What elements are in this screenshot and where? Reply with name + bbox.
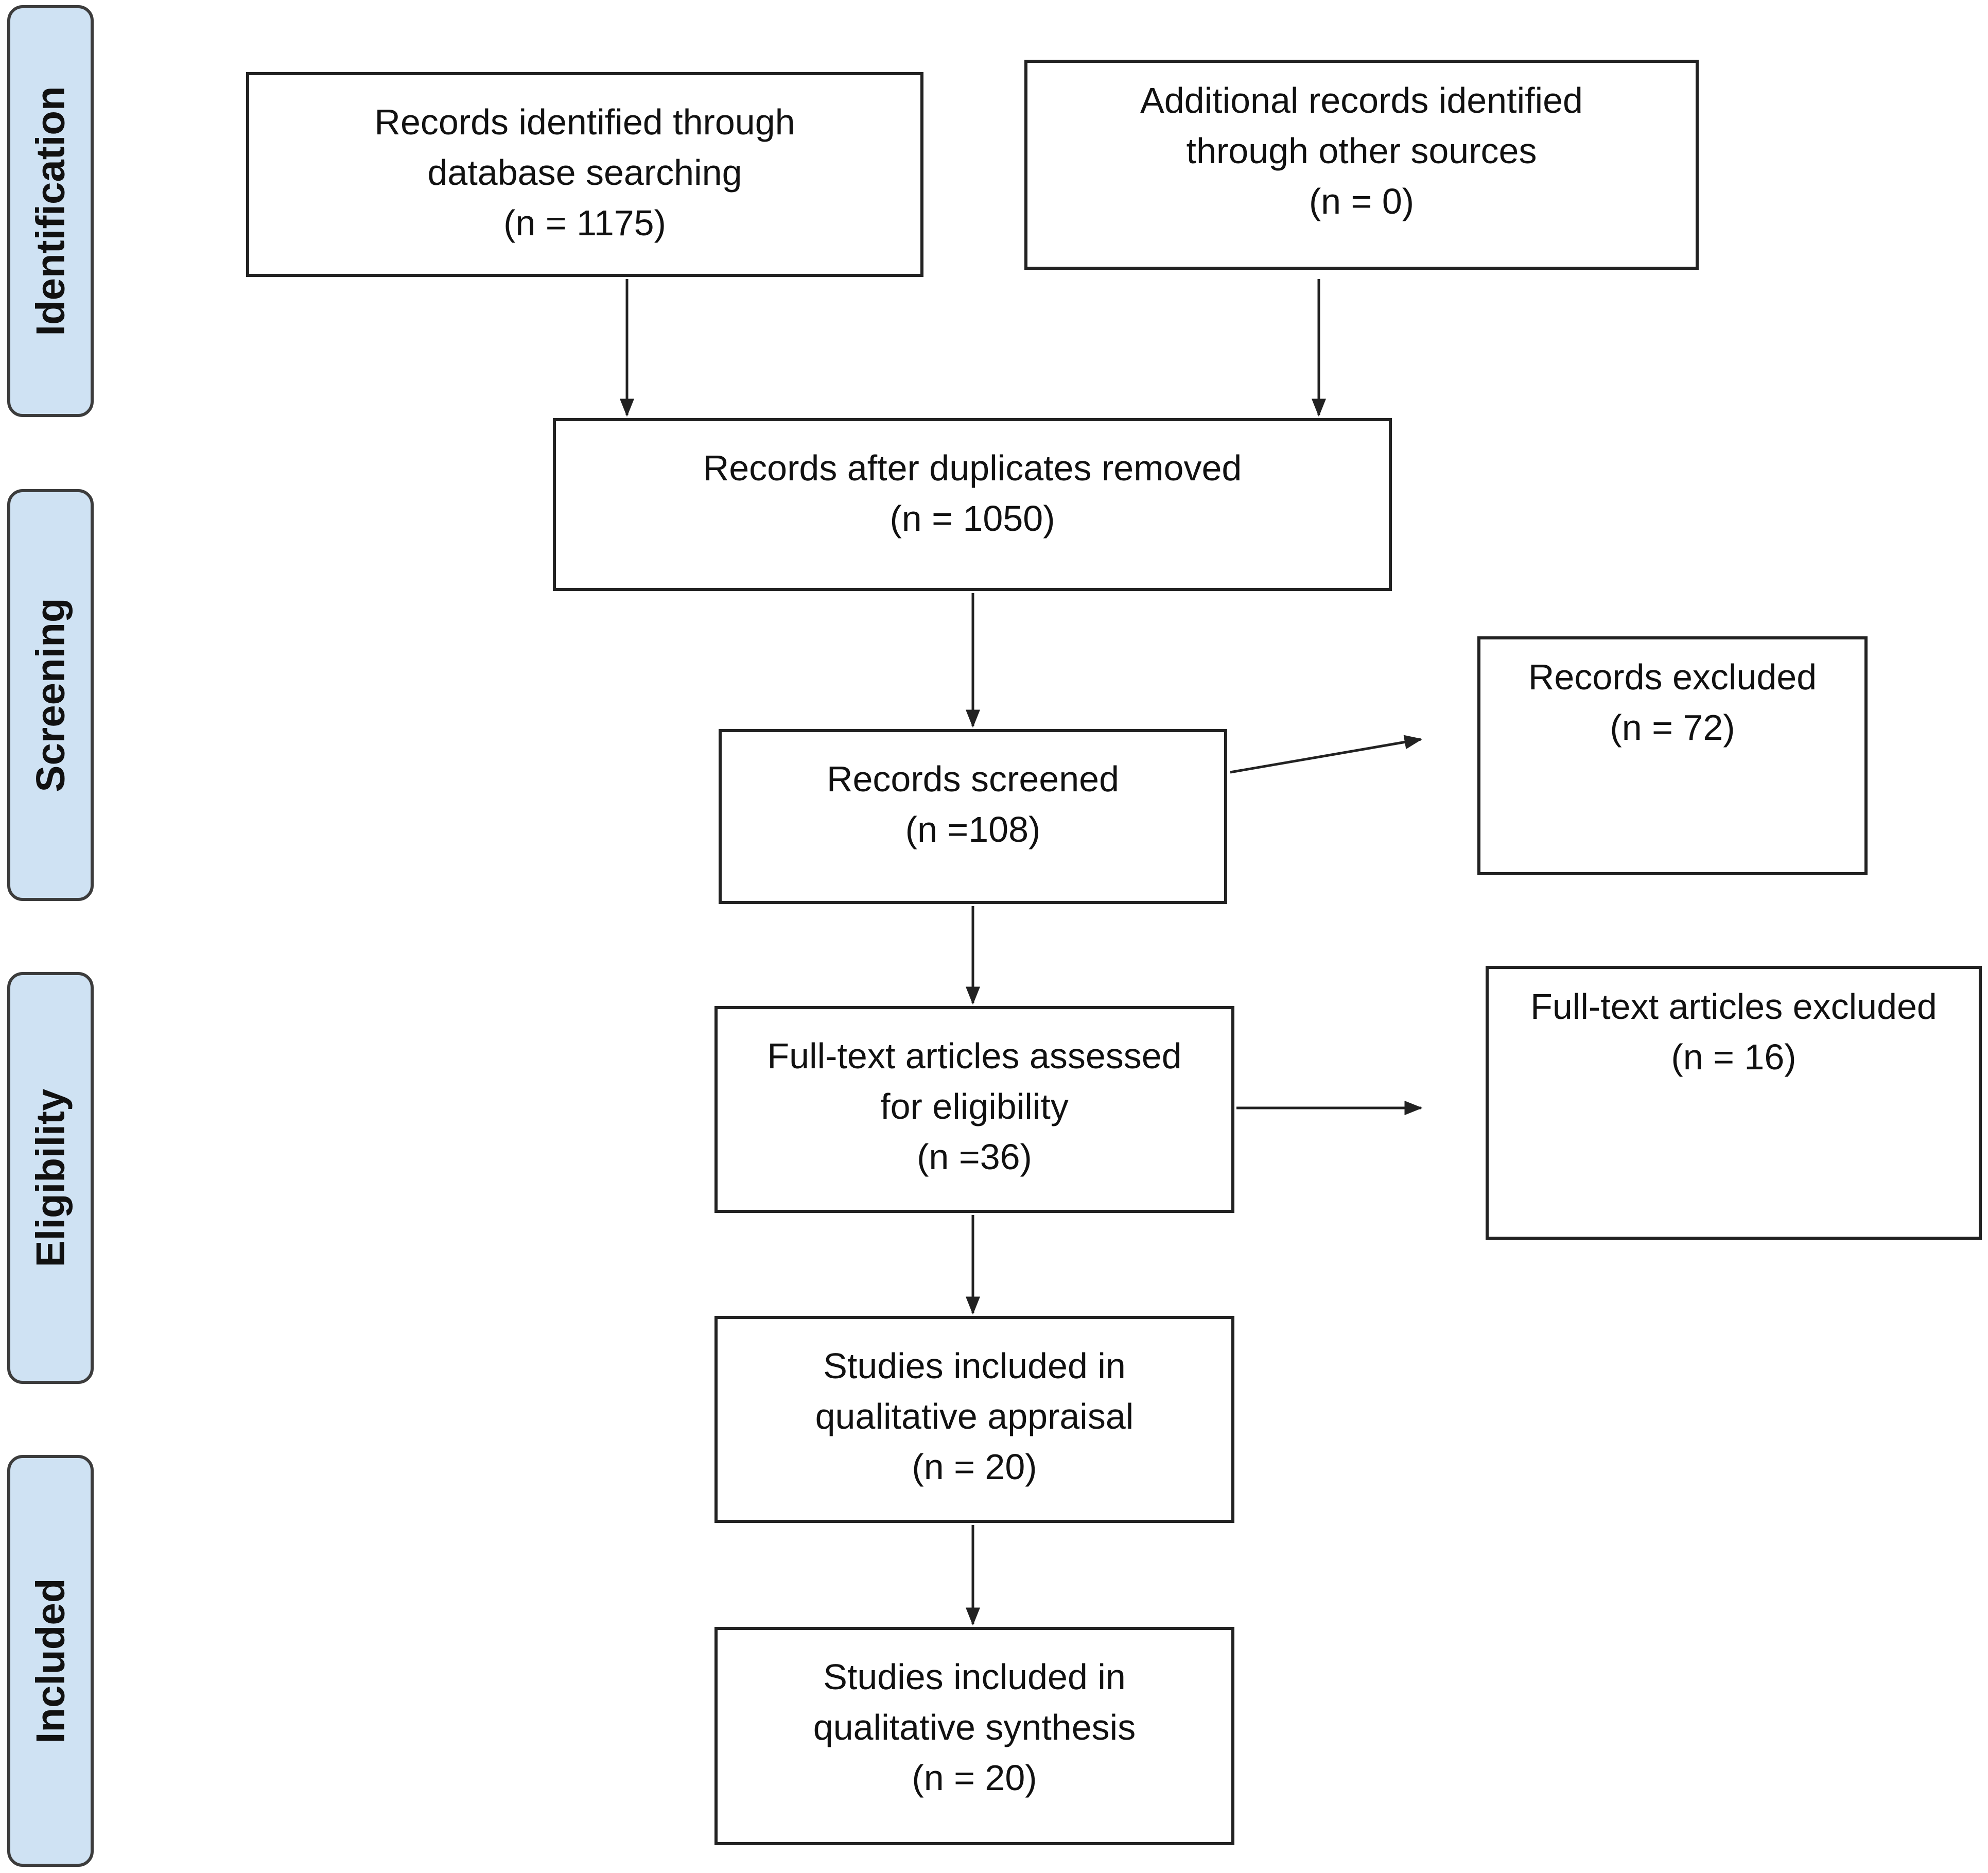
box-appraisal-line2: qualitative appraisal (815, 1396, 1134, 1436)
box-fulltext-assessed: Full-text articles assessed for eligibil… (714, 1006, 1234, 1213)
box-records-excluded: Records excluded (n = 72) (1477, 636, 1868, 875)
box-synthesis-line2: qualitative synthesis (813, 1707, 1136, 1747)
arrow-screened-to-excluded (1230, 735, 1423, 774)
box-appraisal-count: (n = 20) (912, 1447, 1037, 1487)
box-database-line2: database searching (427, 152, 742, 193)
box-fulltext-assessed-count: (n =36) (917, 1137, 1032, 1177)
box-screened-line1: Records screened (826, 759, 1120, 799)
box-other-sources-count: (n = 0) (1309, 181, 1415, 221)
box-qualitative-synthesis: Studies included in qualitative synthesi… (714, 1627, 1234, 1845)
box-records-excluded-line1: Records excluded (1528, 657, 1817, 697)
box-fulltext-assessed-line1: Full-text articles assessed (767, 1036, 1182, 1076)
box-fulltext-excluded-count: (n = 16) (1671, 1037, 1797, 1077)
box-database-line1: Records identified through (374, 102, 795, 142)
box-appraisal-line1: Studies included in (823, 1346, 1126, 1386)
box-screened-count: (n =108) (905, 809, 1041, 849)
box-duplicates-count: (n = 1050) (890, 498, 1055, 539)
box-records-excluded-count: (n = 72) (1610, 707, 1735, 748)
phase-identification: Identification (7, 5, 94, 417)
phase-eligibility: Eligibility (7, 972, 94, 1384)
box-synthesis-line1: Studies included in (823, 1657, 1126, 1697)
box-synthesis-count: (n = 20) (912, 1758, 1037, 1798)
box-duplicates-line1: Records after duplicates removed (703, 448, 1242, 488)
box-duplicates-removed: Records after duplicates removed (n = 10… (553, 418, 1392, 591)
box-other-sources-line1: Additional records identified (1140, 80, 1583, 120)
box-fulltext-excluded: Full-text articles excluded (n = 16) (1486, 966, 1982, 1240)
box-database-searching: Records identified through database sear… (246, 72, 923, 277)
box-other-sources: Additional records identified through ot… (1024, 60, 1699, 270)
box-other-sources-line2: through other sources (1186, 131, 1537, 171)
box-fulltext-excluded-line1: Full-text articles excluded (1530, 986, 1937, 1027)
box-qualitative-appraisal: Studies included in qualitative appraisa… (714, 1316, 1234, 1523)
box-fulltext-assessed-line2: for eligibility (880, 1086, 1069, 1126)
box-records-screened: Records screened (n =108) (719, 729, 1227, 904)
phase-screening: Screening (7, 489, 94, 901)
box-database-count: (n = 1175) (503, 203, 666, 243)
phase-included: Included (7, 1455, 94, 1867)
